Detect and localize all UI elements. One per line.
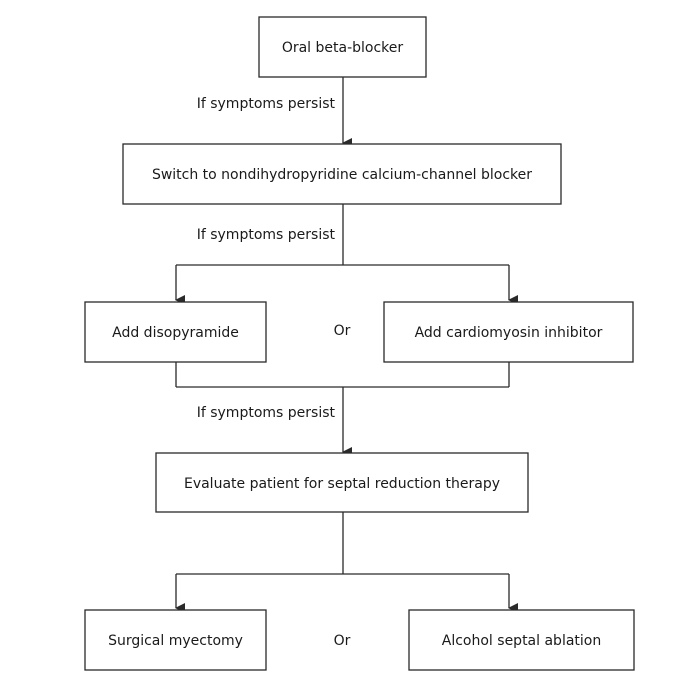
box-evaluate-septal-reduction: Evaluate patient for septal reduction th… [155, 452, 529, 513]
box-add-cardiomyosin-inhibitor: Add cardiomyosin inhibitor [383, 301, 634, 363]
box-oral-beta-blocker: Oral beta-blocker [258, 16, 427, 78]
condition-label-1: If symptoms persist [197, 96, 336, 112]
box-alcohol-septal-ablation: Alcohol septal ablation [408, 609, 635, 671]
or-label-1: Or [334, 323, 351, 339]
condition-label-2: If symptoms persist [197, 227, 336, 243]
box-switch-calcium-channel-blocker: Switch to nondihydropyridine calcium-cha… [122, 143, 562, 205]
box-add-disopyramide-text: Add disopyramide [112, 325, 239, 341]
box-surgical-myectomy: Surgical myectomy [84, 609, 267, 671]
or-label-2: Or [334, 633, 351, 649]
box-evaluate-septal-text: Evaluate patient for septal reduction th… [184, 476, 500, 492]
box-switch-calcium-text: Switch to nondihydropyridine calcium-cha… [152, 167, 532, 183]
box-oral-beta-blocker-text: Oral beta-blocker [282, 40, 404, 56]
box-alcohol-ablation-text: Alcohol septal ablation [442, 633, 601, 649]
box-add-cardiomyosin-text: Add cardiomyosin inhibitor [415, 325, 603, 341]
box-surgical-myectomy-text: Surgical myectomy [108, 633, 243, 649]
condition-label-3: If symptoms persist [197, 405, 336, 421]
box-add-disopyramide: Add disopyramide [84, 301, 267, 363]
